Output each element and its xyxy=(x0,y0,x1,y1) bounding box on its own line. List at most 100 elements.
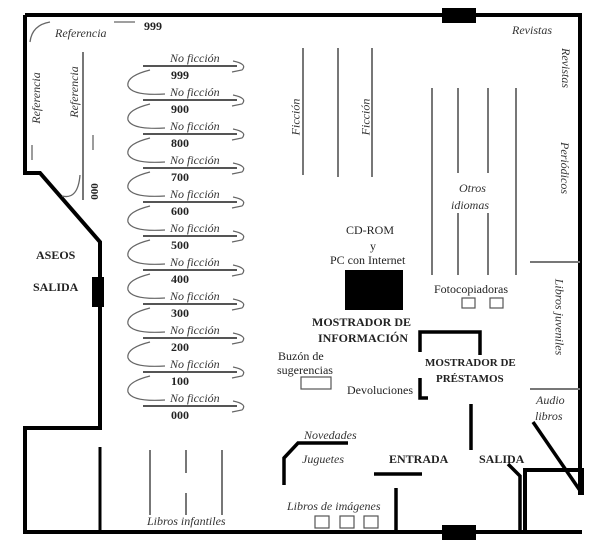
arrow-curve-icon xyxy=(231,128,245,141)
arrow-curve-icon xyxy=(127,341,166,367)
reference-top-label: Referencia xyxy=(55,26,107,40)
counters xyxy=(282,330,583,532)
nonfiction-label: No ficción xyxy=(170,221,220,235)
toys-label: Juguetes xyxy=(302,452,344,466)
nonfiction-label: No ficción xyxy=(170,357,220,371)
arrow-curve-icon xyxy=(127,307,166,333)
info-desk-line2: INFORMACIÓN xyxy=(318,331,408,345)
reference-left-label: Referencia xyxy=(28,72,43,124)
exit-label: SALIDA xyxy=(479,452,525,466)
dewey-number: 500 xyxy=(171,238,189,252)
door-top xyxy=(442,8,476,23)
arrow-curve-icon xyxy=(231,400,245,413)
arrow-curve-icon xyxy=(231,332,245,345)
loans-counter-bottom xyxy=(418,378,428,400)
suggestion-box xyxy=(300,376,332,390)
nonfiction-shelves xyxy=(127,60,245,413)
arrow-curve-icon xyxy=(231,94,245,107)
photocopier xyxy=(489,297,504,309)
arrow-curve-icon xyxy=(127,103,166,129)
fiction-label: Ficción xyxy=(288,98,303,136)
other-languages-shelves xyxy=(431,88,580,390)
arrow-curve-icon xyxy=(231,230,245,243)
new-arrivals-label: Novedades xyxy=(304,428,357,442)
cdrom-line1: CD-ROM xyxy=(346,223,395,237)
arrow-curve-icon xyxy=(231,298,245,311)
reference-top-number: 999 xyxy=(144,19,162,33)
left-exit-label: SALIDA xyxy=(33,280,79,294)
nonfiction-label: No ficción xyxy=(170,255,220,269)
nonfiction-label: No ficción xyxy=(170,51,220,65)
door-bottom xyxy=(442,525,476,540)
arrow-curve-icon xyxy=(61,174,81,198)
fiction-shelves xyxy=(302,48,373,177)
youth-books-label: Libros juveniles xyxy=(552,278,567,356)
dewey-number: 700 xyxy=(171,170,189,184)
dewey-number: 600 xyxy=(171,204,189,218)
arrow-curve-icon xyxy=(29,21,51,43)
fiction-label: Ficción xyxy=(358,98,373,136)
salida-wall xyxy=(506,462,522,532)
nonfiction-label: No ficción xyxy=(170,187,220,201)
dewey-number: 300 xyxy=(171,306,189,320)
dewey-number: 800 xyxy=(171,136,189,150)
loans-counter-top xyxy=(418,330,482,355)
nonfiction-label: No ficción xyxy=(170,391,220,405)
nonfiction-label: No ficción xyxy=(170,289,220,303)
reference-inner-label: Referencia xyxy=(66,66,81,118)
cdrom-line3: PC con Internet xyxy=(330,253,406,267)
arrow-curve-icon xyxy=(127,375,166,401)
photocopiers-label: Fotocopiadoras xyxy=(434,282,508,296)
arrow-curve-icon xyxy=(231,264,245,277)
dewey-number: 999 xyxy=(171,68,189,82)
arrow-curve-icon xyxy=(127,273,166,299)
restrooms-label: ASEOS xyxy=(36,248,76,262)
wall-bottom-right-notch xyxy=(523,468,584,532)
picture-book-bin xyxy=(314,515,330,529)
nonfiction-label: No ficción xyxy=(170,85,220,99)
magazines-side-label: Revistas xyxy=(559,48,573,88)
nonfiction-label: No ficción xyxy=(170,119,220,133)
reference-inner-number: 000 xyxy=(87,183,100,200)
arrow-curve-icon xyxy=(231,162,245,175)
arrow-curve-icon xyxy=(127,239,166,265)
dewey-number: 200 xyxy=(171,340,189,354)
picture-book-bin xyxy=(363,515,379,529)
suggestion-box-line1: Buzón de xyxy=(278,349,324,363)
arrow-curve-icon xyxy=(127,205,166,231)
arrow-curve-icon xyxy=(127,69,166,95)
info-desk-line1: MOSTRADOR DE xyxy=(312,315,412,329)
loans-desk-line2: PRÉSTAMOS xyxy=(436,373,504,385)
magazines-top-label: Revistas xyxy=(512,23,552,37)
other-languages-line2: idiomas xyxy=(451,198,490,212)
reference-arrows xyxy=(29,21,135,198)
novedades-wall xyxy=(282,441,348,485)
newspapers-label: Periódicos xyxy=(558,142,572,194)
suggestion-box-line2: sugerencias xyxy=(277,363,333,377)
audiobooks-line1: Audio xyxy=(536,393,565,407)
dewey-number: 400 xyxy=(171,272,189,286)
childrens-shelves xyxy=(149,450,223,515)
arrow-curve-icon xyxy=(127,137,166,163)
entrance-label: ENTRADA xyxy=(389,452,449,466)
dewey-number: 100 xyxy=(171,374,189,388)
cdrom-line2: y xyxy=(370,239,376,253)
picture-book-bin xyxy=(339,515,355,529)
arrow-curve-icon xyxy=(231,366,245,379)
computer-station xyxy=(345,270,403,310)
arrow-curve-icon xyxy=(127,171,166,197)
returns-label: Devoluciones xyxy=(347,383,413,397)
photocopier xyxy=(461,297,476,309)
nonfiction-label: No ficción xyxy=(170,153,220,167)
childrens-books-label: Libros infantiles xyxy=(147,514,226,528)
arrow-curve-icon xyxy=(231,196,245,209)
loans-desk-line1: MOSTRADOR DE xyxy=(425,357,516,369)
wall-top-right xyxy=(25,13,582,495)
door-left-salida xyxy=(92,277,104,307)
dewey-number: 000 xyxy=(171,408,189,422)
nonfiction-label: No ficción xyxy=(170,323,220,337)
equipment-boxes xyxy=(300,297,504,529)
audiobooks-line2: libros xyxy=(535,409,563,423)
audio-diagonal xyxy=(531,421,583,493)
